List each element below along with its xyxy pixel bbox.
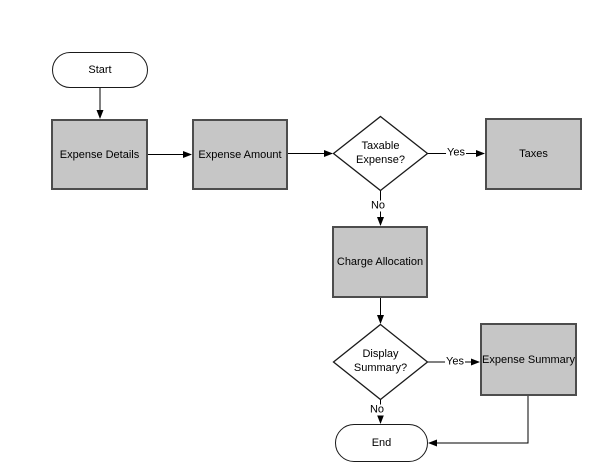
start-node-label: Start bbox=[88, 64, 112, 76]
edge-label-taxable-yes: Yes bbox=[446, 146, 466, 159]
display-summary-decision: Display Summary? bbox=[333, 324, 428, 400]
connector-expense-summary-to-end bbox=[428, 396, 529, 447]
charge-allocation-label: Charge Allocation bbox=[336, 256, 424, 268]
charge-allocation-node: Charge Allocation bbox=[332, 226, 428, 298]
taxable-expense-label-line2: Expense? bbox=[356, 153, 405, 166]
edge-label-display-no: No bbox=[368, 403, 386, 416]
taxable-expense-decision: Taxable Expense? bbox=[333, 116, 428, 191]
display-summary-label-line2: Summary? bbox=[353, 362, 408, 374]
taxable-expense-label-line1: Taxable bbox=[361, 139, 400, 152]
expense-details-label: Expense Details bbox=[59, 148, 140, 161]
expense-details-node: Expense Details bbox=[51, 119, 148, 190]
edge-label-taxable-no: No bbox=[369, 199, 387, 212]
taxes-node: Taxes bbox=[485, 118, 582, 190]
expense-amount-label: Expense Amount bbox=[198, 148, 282, 161]
edge-label-display-yes: Yes bbox=[445, 355, 465, 368]
taxes-label: Taxes bbox=[519, 148, 548, 160]
expense-amount-node: Expense Amount bbox=[192, 119, 288, 190]
display-summary-label-line1: Display bbox=[362, 348, 399, 361]
expense-summary-label: Expense Summary bbox=[482, 353, 575, 366]
decision-taxable-expense-shape bbox=[332, 115, 429, 192]
decision-display-summary-shape bbox=[332, 323, 429, 401]
end-node-label: End bbox=[371, 437, 392, 449]
start-node: Start bbox=[52, 52, 148, 88]
expense-summary-node: Expense Summary bbox=[480, 323, 577, 396]
end-node: End bbox=[335, 424, 428, 462]
